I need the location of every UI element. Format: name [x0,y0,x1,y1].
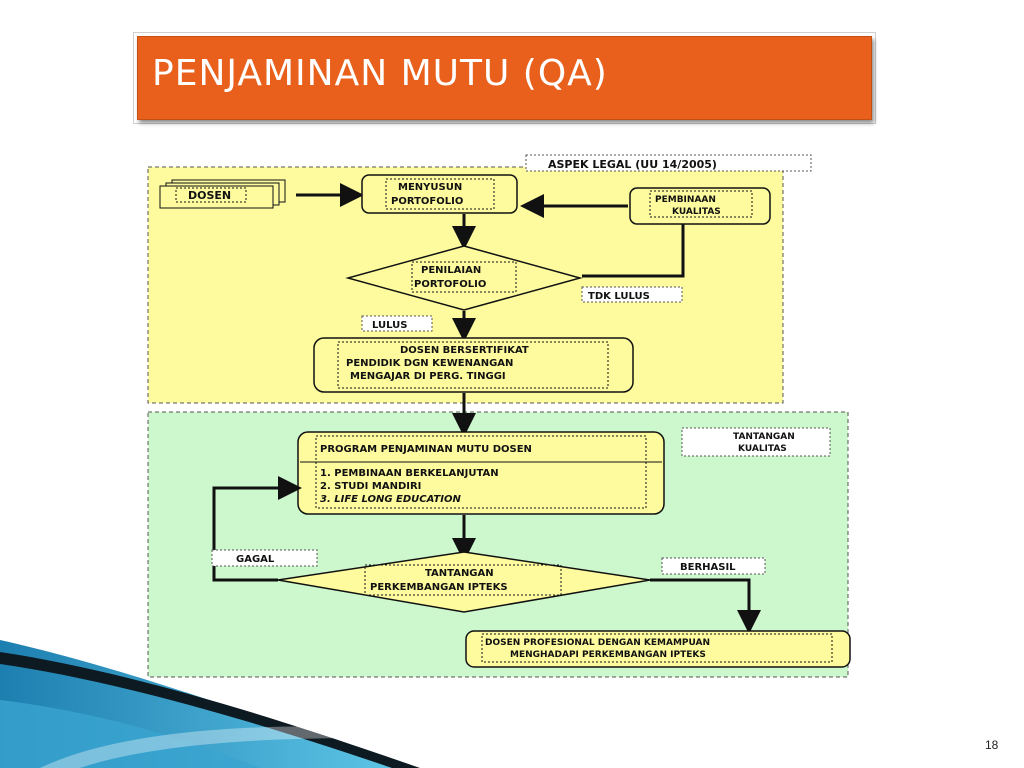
ipteks-challenge-line1: TANTANGAN [425,568,494,579]
certified-node: DOSEN BERSERTIFIKAT PENDIDIK DGN KEWENAN… [313,337,634,393]
portfolio-line2: PORTOFOLIO [391,196,463,207]
assessment-node: PENILAIAN PORTOFOLIO [345,245,583,311]
fail-label: TDK LULUS [588,291,650,302]
program-item-3: 3. LIFE LONG EDUCATION [320,494,461,505]
professional-line2: MENGHADAPI PERKEMBANGAN IPTEKS [510,650,706,660]
program-title: PROGRAM PENJAMINAN MUTU DOSEN [320,444,532,455]
dosen-label: DOSEN [188,189,231,202]
legal-aspect-label: ASPEK LEGAL (UU 14/2005) [548,158,717,171]
ipteks-challenge-line2: PERKEMBANGAN IPTEKS [370,582,508,593]
quality-development-line1: PEMBINAAN [655,195,716,205]
program-node: PROGRAM PENJAMINAN MUTU DOSEN 1. PEMBINA… [297,431,665,515]
quality-challenge-line1: TANTANGAN [733,432,795,442]
assessment-line1: PENILAIAN [421,265,481,276]
program-item-1: 1. PEMBINAAN BERKELANJUTAN [320,468,499,479]
professional-line1: DOSEN PROFESIONAL DENGAN KEMAMPUAN [485,638,710,648]
certified-line3: MENGAJAR DI PERG. TINGGI [350,371,506,382]
quality-development-line2: KUALITAS [672,207,721,217]
succeeded-label: BERHASIL [680,562,736,573]
ipteks-challenge-node: TANTANGAN PERKEMBANGAN IPTEKS [277,551,651,613]
dosen-node: DOSEN [159,179,286,209]
portfolio-line1: MENYUSUN [398,182,462,193]
failed-label: GAGAL [236,554,275,565]
slide-title: PENJAMINAN MUTU (QA) [152,53,608,94]
professional-node: DOSEN PROFESIONAL DENGAN KEMAMPUAN MENGH… [465,630,851,668]
quality-development-node: PEMBINAAN KUALITAS [629,187,771,225]
assessment-line2: PORTOFOLIO [414,279,486,290]
slide-number: 18 [985,738,999,752]
program-item-2: 2. STUDI MANDIRI [320,481,421,492]
certified-line1: DOSEN BERSERTIFIKAT [400,345,529,356]
title-bar: PENJAMINAN MUTU (QA) [137,36,872,120]
certified-line2: PENDIDIK DGN KEWENANGAN [346,358,513,369]
quality-challenge-line2: KUALITAS [738,444,787,454]
pass-label: LULUS [372,320,407,331]
portfolio-node: MENYUSUN PORTOFOLIO [361,174,518,214]
